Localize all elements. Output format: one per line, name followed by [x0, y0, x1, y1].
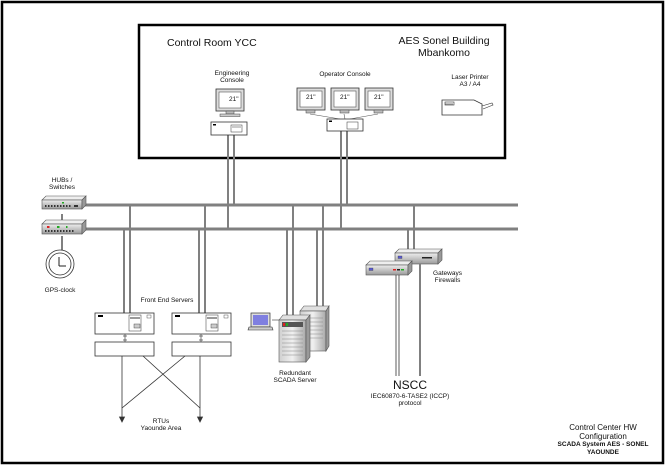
hubs-label: HUBs / Switches [42, 177, 82, 192]
monitor-icon [364, 87, 394, 114]
front-end-servers-label: Front End Servers [140, 297, 194, 304]
label-line: A3 / A4 [459, 81, 481, 89]
label-line: HUBs / [51, 177, 73, 184]
operator-console-label: Operator Console [319, 71, 371, 78]
monitor-icon [215, 88, 245, 117]
label-line: IEC60870-6-TASE2 (ICCP) [370, 393, 450, 400]
rtu-links [118, 355, 204, 423]
monitor-size-label: 21" [374, 94, 384, 101]
operator-console[interactable] [296, 87, 394, 132]
laser-printer[interactable] [441, 99, 494, 116]
engineering-console[interactable] [210, 88, 248, 136]
workstation-icon [210, 121, 248, 136]
switch-icon [41, 195, 87, 210]
label-line: Redundant [279, 370, 311, 377]
label-line: Console [220, 77, 244, 85]
scada-server-label: Redundant SCADA Server [265, 370, 325, 385]
monitor-icon [296, 87, 326, 114]
monitor-size-label: 21" [306, 94, 316, 101]
gateways-firewalls[interactable] [365, 248, 443, 276]
label-line: Yaounde Area [140, 425, 182, 433]
label-line: protocol [398, 400, 422, 408]
printer-icon [441, 99, 494, 116]
monitor-size-label: 21" [229, 96, 239, 103]
label-line: Gateways [433, 270, 462, 277]
clock-icon [45, 249, 75, 279]
title-block-line: Control Center HW [569, 423, 637, 432]
label-line: Laser Printer [451, 74, 489, 81]
label-line: Engineering [214, 70, 250, 77]
title-block: Control Center HW Configuration SCADA Sy… [548, 423, 658, 456]
control-room-box [137, 23, 507, 160]
nscc-title: NSCC [392, 378, 427, 392]
laser-printer-label: Laser Printer A3 / A4 [445, 74, 495, 89]
gateway-icon [365, 260, 413, 276]
title-block-line: SCADA System AES - SONEL [557, 441, 649, 449]
network-buses [85, 203, 518, 231]
nscc-protocol: IEC60870-6-TASE2 (ICCP) protocol [360, 393, 460, 408]
label-line: Switches [48, 184, 75, 192]
server-icon [171, 312, 232, 335]
scada-servers[interactable] [247, 304, 330, 363]
monitor-icon [330, 87, 360, 114]
modem-rack [171, 341, 232, 357]
building-name-line2: Mbankomo [418, 47, 470, 60]
modem-rack [94, 341, 155, 357]
label-line: SCADA Server [273, 377, 317, 385]
front-end-servers[interactable] [94, 312, 232, 357]
workstation-icon [326, 118, 364, 132]
gps-clock[interactable] [45, 249, 75, 279]
server-tower-icon [278, 314, 311, 363]
network-links [61, 131, 415, 318]
control-room-title: Control Room YCC [167, 37, 257, 49]
hub-switches[interactable] [41, 195, 87, 235]
nscc-links [395, 264, 421, 376]
label-line: RTUs [152, 418, 170, 425]
gateways-label: Gateways Firewalls [425, 270, 470, 285]
title-block-line: YAOUNDE [587, 448, 619, 456]
switch-icon [41, 219, 87, 235]
rtus-label: RTUs Yaounde Area [136, 418, 186, 433]
title-block-line: Configuration [579, 432, 627, 442]
label-line: Firewalls [434, 277, 461, 285]
gps-clock-label: GPS-clock [44, 287, 76, 294]
building-name-line1: AES Sonel Building [398, 35, 490, 47]
monitor-size-label: 21" [340, 94, 350, 101]
building-name: AES Sonel Building Mbankomo [394, 35, 494, 59]
gateway-icon [394, 248, 443, 265]
engineering-console-label: Engineering Console [212, 70, 252, 85]
server-icon [94, 312, 155, 335]
laptop-icon [247, 312, 280, 331]
